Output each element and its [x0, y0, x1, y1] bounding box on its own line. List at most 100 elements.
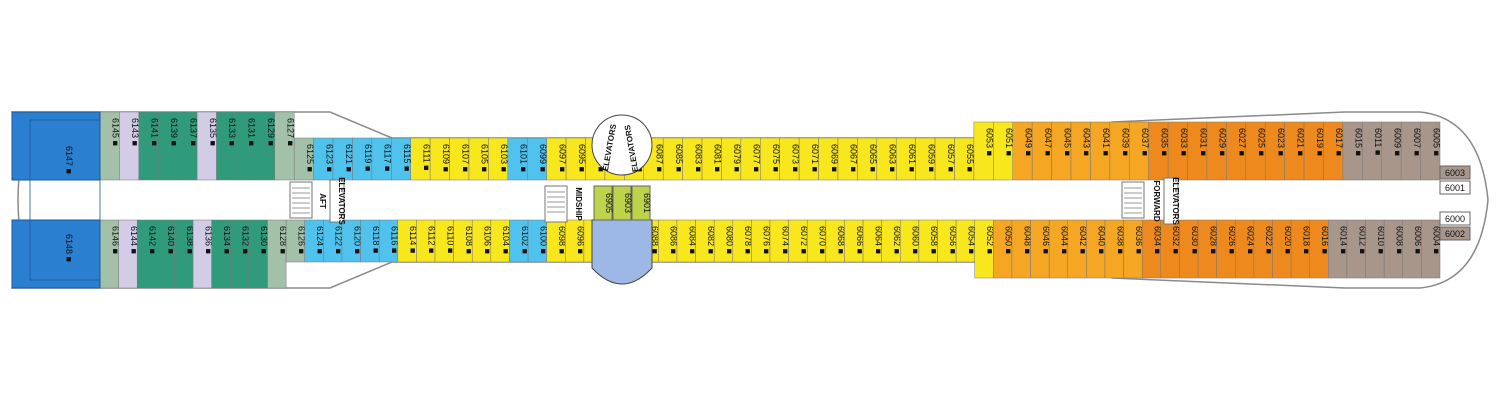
- cabin-label-6007: 6007 ■: [1412, 128, 1422, 156]
- cabin-label-6058: 6058 ■: [929, 226, 939, 254]
- cabin-label-6905: 6905: [604, 193, 614, 213]
- cabin-label-6057: 6057 ■: [946, 144, 956, 172]
- cabin-label-6084: 6084 ■: [687, 226, 697, 254]
- cabin-label-6045: 6045 ■: [1062, 128, 1072, 156]
- cabin-label-6138: 6138 ■: [185, 226, 195, 254]
- cabin-label-6119: 6119 ■: [363, 144, 373, 171]
- bottom-cabin-row: 6146 ■6144 ■6142 ■6140 ■6138 ■6136 ■6134…: [99, 219, 1442, 289]
- cabin-label-6032: 6032 ■: [1171, 226, 1181, 254]
- cabin-label-6053: 6053 ■: [985, 128, 995, 156]
- cabin-label-6074: 6074 ■: [780, 226, 790, 254]
- cabin-6002[interactable]: [1439, 226, 1471, 241]
- cabin-label-6087: 6087 ■: [654, 144, 664, 172]
- cabin-6905[interactable]: [593, 185, 613, 221]
- aft-stairs: [289, 181, 313, 219]
- cabin-6003[interactable]: [1439, 165, 1471, 180]
- cabin-label-6106: 6106 ■: [483, 226, 493, 254]
- cabin-label-6088: 6088 ■: [650, 226, 660, 254]
- center-cabins-midship: 6905 6903 6901: [593, 185, 652, 221]
- cabin-label-6107: 6107 ■: [460, 144, 470, 172]
- cabin-label-6021: 6021 ■: [1295, 128, 1305, 156]
- cabin-label-6036: 6036 ■: [1134, 226, 1144, 254]
- cabin-label-6125: 6125 ■: [305, 144, 315, 172]
- cabin-label-6052: 6052 ■: [985, 226, 995, 254]
- cabin-6901[interactable]: [631, 185, 651, 221]
- forward-stairs: [1121, 181, 1145, 219]
- cabin-label-6102: 6102 ■: [520, 226, 530, 254]
- cabin-label-6014: 6014 ■: [1339, 226, 1349, 254]
- cabin-label-6065: 6065 ■: [868, 144, 878, 172]
- cabin-label-6003: 6003: [1445, 168, 1465, 178]
- cabin-label-6066: 6066 ■: [855, 226, 865, 254]
- cabin-label-6142: 6142 ■: [148, 226, 158, 254]
- cabin-label-6109: 6109 ■: [441, 144, 451, 172]
- cabin-label-6006: 6006 ■: [1413, 226, 1423, 254]
- cabin-label-6120: 6120 ■: [352, 226, 362, 254]
- cabin-label-6076: 6076 ■: [762, 226, 772, 254]
- cabin-label-6086: 6086 ■: [669, 226, 679, 254]
- cabin-6004[interactable]: [1421, 219, 1441, 279]
- cabin-label-6137: 6137 ■: [188, 118, 198, 146]
- cabin-label-6104: 6104 ■: [501, 226, 511, 254]
- cabin-label-6001: 6001: [1445, 183, 1465, 193]
- cabin-label-6116: 6116 ■: [389, 226, 399, 253]
- cabin-label-6039: 6039 ■: [1121, 128, 1131, 156]
- cabin-label-6073: 6073 ■: [790, 144, 800, 172]
- cabin-label-6005: 6005 ■: [1431, 128, 1441, 156]
- cabin-label-6081: 6081 ■: [713, 144, 723, 172]
- cabin-label-6017: 6017 ■: [1334, 128, 1344, 156]
- cabin-label-6139: 6139 ■: [169, 118, 179, 146]
- cabin-label-6022: 6022 ■: [1264, 226, 1274, 254]
- cabin-label-6071: 6071 ■: [810, 144, 820, 172]
- cabin-label-6059: 6059 ■: [926, 144, 936, 172]
- aft-label: AFT: [318, 193, 327, 209]
- cabin-label-6043: 6043 ■: [1082, 128, 1092, 156]
- aft-inner-block: [29, 119, 101, 281]
- cabin-label-6056: 6056 ■: [948, 226, 958, 254]
- cabin-label-6082: 6082 ■: [706, 226, 716, 254]
- cabin-label-6025: 6025 ■: [1257, 128, 1267, 156]
- cabin-label-6078: 6078 ■: [743, 226, 753, 254]
- cabin-6005[interactable]: [1420, 121, 1441, 181]
- cabin-label-6134: 6134 ■: [222, 226, 232, 254]
- forward-center-cabins: 6003 6001 6000 6002: [1439, 165, 1471, 241]
- suite-label-6147: 6147 ■: [64, 146, 74, 174]
- cabin-label-6131: 6131 ■: [247, 118, 257, 146]
- cabin-label-6024: 6024 ■: [1246, 226, 1256, 254]
- cabin-label-6061: 6061 ■: [907, 144, 917, 172]
- cabin-label-6115: 6115 ■: [402, 144, 412, 171]
- cabin-label-6012: 6012 ■: [1357, 226, 1367, 254]
- suite-6147[interactable]: [11, 111, 101, 181]
- aft-elevator-box: [329, 179, 345, 223]
- cabin-label-6047: 6047 ■: [1043, 128, 1053, 156]
- cabin-label-6105: 6105 ■: [480, 144, 490, 172]
- cabin-label-6027: 6027 ■: [1237, 128, 1247, 156]
- midship-label: MIDSHIP: [574, 187, 583, 221]
- cabin-label-6041: 6041 ■: [1101, 128, 1111, 156]
- cabin-label-6023: 6023 ■: [1276, 128, 1286, 156]
- cabin-label-6031: 6031 ■: [1198, 128, 1208, 156]
- forward-label: FORWARD: [1152, 180, 1161, 221]
- cabin-6001[interactable]: [1439, 180, 1471, 195]
- suite-label-6148: 6148 ■: [64, 234, 74, 262]
- cabin-label-6103: 6103 ■: [499, 144, 509, 172]
- cabin-6000[interactable]: [1439, 211, 1471, 226]
- cabin-label-6015: 6015 ■: [1354, 128, 1364, 156]
- cabin-6903[interactable]: [612, 185, 632, 221]
- cabin-label-6060: 6060 ■: [911, 226, 921, 254]
- cabin-label-6072: 6072 ■: [799, 226, 809, 254]
- suite-6148[interactable]: [11, 219, 101, 289]
- cabin-label-6114: 6114 ■: [408, 226, 418, 253]
- aft-suites: [11, 111, 101, 289]
- midship-stairs: [544, 185, 568, 223]
- cabin-label-6118: 6118 ■: [371, 226, 381, 253]
- cabin-label-6064: 6064 ■: [873, 226, 883, 254]
- cabin-label-6126: 6126 ■: [296, 226, 306, 254]
- cabin-label-6122: 6122 ■: [334, 226, 344, 254]
- cabin-label-6008: 6008 ■: [1394, 226, 1404, 254]
- cabin-label-6002: 6002: [1445, 229, 1465, 239]
- cabin-label-6130: 6130 ■: [259, 226, 269, 254]
- cabin-label-6010: 6010 ■: [1376, 226, 1386, 254]
- cabin-label-6098: 6098 ■: [557, 226, 567, 254]
- cabin-label-6030: 6030 ■: [1190, 226, 1200, 254]
